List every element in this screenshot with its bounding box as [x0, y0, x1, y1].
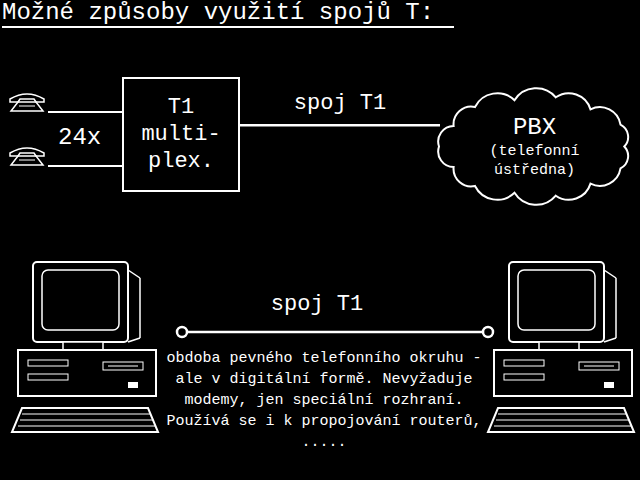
t1-link-line [187, 331, 483, 334]
note-text: obdoba pevného telefonního okruhu - ale … [166, 348, 482, 453]
cloud-shape [438, 88, 628, 205]
node-title: PBX [513, 114, 556, 142]
link-label: spoj T1 [200, 292, 434, 318]
edge-label: spoj T1 [294, 91, 386, 117]
phone-line [48, 165, 122, 167]
title: Možné způsoby využití spojů T: [2, 0, 454, 28]
pbx-cloud: PBX(telefonní ústředna) [428, 85, 640, 208]
link-terminal [177, 327, 187, 337]
node-title: T1 multi- plex. [132, 94, 230, 175]
telephone-icon [10, 148, 44, 165]
telephone-icon [10, 94, 44, 111]
link-terminal [483, 327, 493, 337]
computer-icon [488, 262, 634, 432]
phone-line [48, 111, 122, 113]
multiplexer-box: T1 multi- plex. [122, 77, 240, 192]
node-subtitle: (telefonní ústředna) [470, 142, 600, 180]
link-connector [240, 124, 440, 127]
computer-icon [12, 262, 158, 432]
count-label: 24x [58, 124, 101, 152]
